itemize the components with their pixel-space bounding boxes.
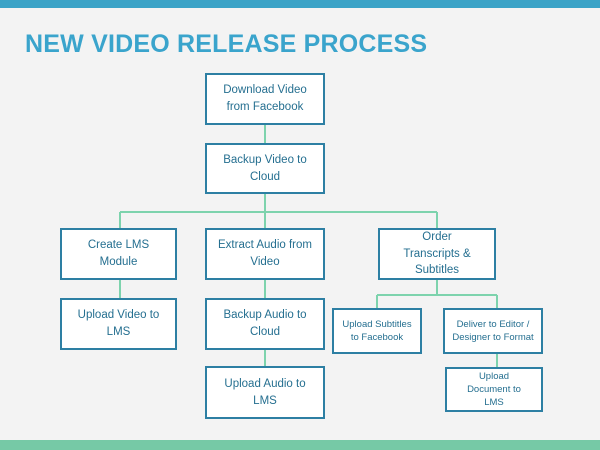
download-video-box: Download Video from Facebook [205,73,325,125]
backup-audio-box: Backup Audio to Cloud [205,298,325,350]
upload-video-lms-box: Upload Video to LMS [60,298,177,350]
backup-video-box: Backup Video to Cloud [205,143,325,194]
upload-subtitles-box: Upload Subtitles to Facebook [332,308,422,354]
create-lms-module-box: Create LMS Module [60,228,177,280]
upload-document-box: Upload Document to LMS [445,367,543,412]
top-accent-bar [0,0,600,8]
deliver-editor-box: Deliver to Editor / Designer to Format [443,308,543,354]
order-transcripts-box: Order Transcripts & Subtitles [378,228,496,280]
upload-audio-lms-box: Upload Audio to LMS [205,366,325,419]
bottom-accent-bar [0,440,600,450]
page-title: NEW VIDEO RELEASE PROCESS [25,30,428,58]
extract-audio-box: Extract Audio from Video [205,228,325,280]
